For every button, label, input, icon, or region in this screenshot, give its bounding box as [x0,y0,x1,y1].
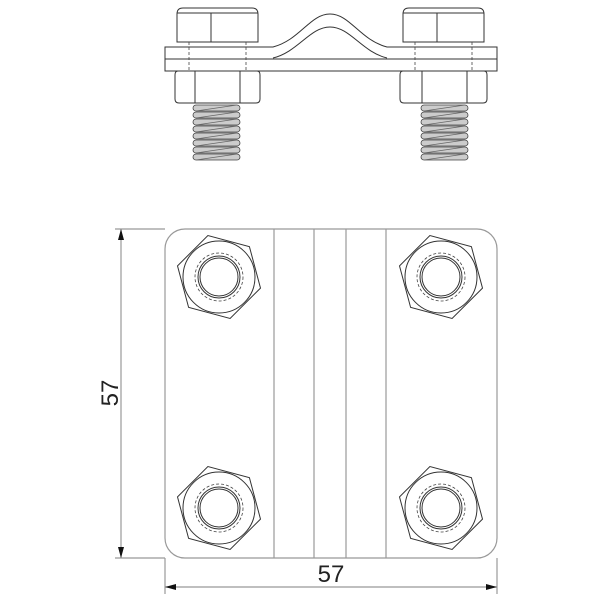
hex-nut-top-view [176,234,262,320]
bolt-head-left [176,7,259,43]
side-view [164,7,498,161]
hex-nut-top-view [398,465,484,551]
nut-right [399,70,488,104]
hex-nut-top-view [176,465,262,551]
bolt-head-right [402,7,485,43]
hex-nut-top-view [398,234,484,320]
height-dimension-label: 57 [97,380,124,407]
nut-left [174,70,261,104]
plan-view [164,228,498,559]
width-dimension-label: 57 [318,561,345,588]
thread-right [420,104,469,161]
clamp-body-outline [164,228,498,559]
clamp-plate [164,13,498,72]
thread-left [192,104,241,161]
dimension-height: 57 [97,228,165,559]
dimension-width: 57 [164,558,498,594]
